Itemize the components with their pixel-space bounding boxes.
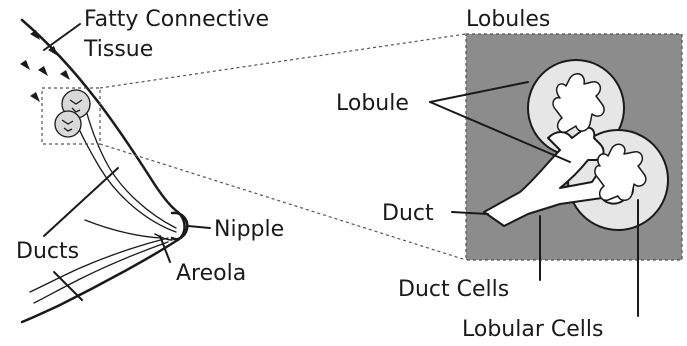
leader-lines bbox=[43, 23, 639, 317]
leader-fatty-tissue bbox=[43, 23, 81, 51]
duct-line bbox=[85, 109, 177, 229]
label-duct-cells: Duct Cells bbox=[398, 277, 509, 302]
label-lobular-cells: Lobular Cells bbox=[462, 317, 603, 342]
breast-outline bbox=[20, 18, 186, 324]
fat-cell-mark bbox=[38, 66, 48, 76]
fat-cell-mark bbox=[60, 70, 70, 80]
leader-areola bbox=[159, 235, 171, 263]
fat-cell-marks bbox=[20, 30, 70, 102]
areola-line bbox=[154, 233, 173, 241]
label-ducts: Ducts bbox=[16, 239, 79, 264]
label-lobules: Lobules bbox=[466, 7, 550, 32]
lobule-internal-branches bbox=[552, 73, 647, 201]
label-duct: Duct bbox=[382, 201, 434, 226]
lobule-branch-upper bbox=[552, 73, 605, 133]
fat-cell-mark bbox=[30, 92, 40, 102]
label-areola: Areola bbox=[176, 261, 246, 286]
leader-ducts-lower bbox=[53, 271, 83, 301]
duct-line bbox=[84, 219, 161, 239]
zoom-source-box bbox=[41, 87, 101, 145]
label-fatty-connective-tissue-line2: Tissue bbox=[83, 37, 153, 62]
leader-lobule-upper bbox=[429, 81, 529, 103]
leader-duct bbox=[451, 211, 489, 215]
fat-cell-mark bbox=[48, 46, 58, 56]
label-fatty-connective-tissue-line1: Fatty Connective bbox=[84, 7, 269, 32]
label-nipple: Nipple bbox=[214, 217, 284, 242]
nipple-shape bbox=[170, 211, 189, 241]
breast-cross-section bbox=[20, 18, 189, 324]
breast-lobules bbox=[54, 89, 91, 138]
fat-cell-mark bbox=[30, 30, 40, 40]
duct-line bbox=[73, 117, 177, 233]
leader-nipple bbox=[187, 225, 211, 229]
lobule-branch-lower bbox=[594, 143, 647, 201]
zoom-projection-line bbox=[99, 33, 467, 89]
leader-lobule-lower bbox=[429, 101, 571, 163]
fat-cell-mark bbox=[20, 60, 30, 70]
leader-ducts-upper bbox=[43, 167, 119, 237]
duct-line bbox=[33, 241, 169, 304]
duct-line bbox=[29, 237, 169, 293]
zoom-projection-line bbox=[99, 143, 467, 261]
label-lobule: Lobule bbox=[336, 91, 409, 116]
